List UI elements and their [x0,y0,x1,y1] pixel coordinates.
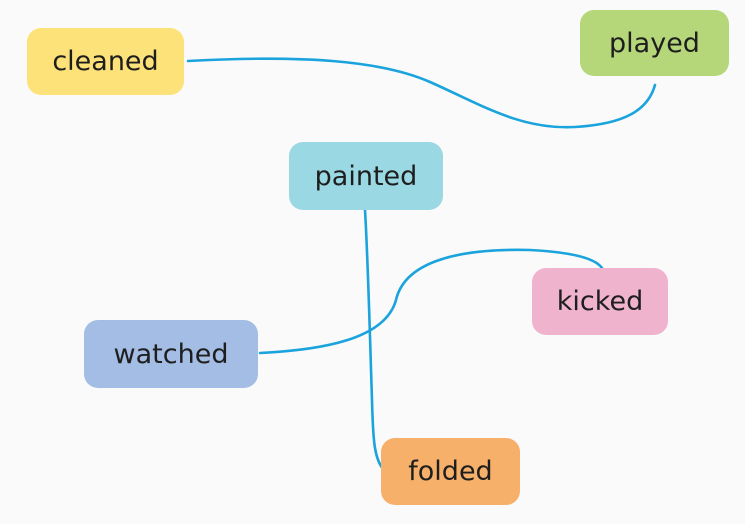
word-card-watched[interactable]: watched [84,320,258,388]
word-card-played[interactable]: played [580,10,729,76]
word-label-watched: watched [113,338,229,370]
word-label-played: played [609,27,700,59]
connector-watched-kicked [258,248,604,355]
word-label-cleaned: cleaned [52,46,159,77]
word-label-kicked: kicked [556,286,644,317]
connector-cleaned-played [186,57,657,129]
word-card-kicked[interactable]: kicked [532,268,668,335]
word-card-painted[interactable]: painted [289,142,443,210]
connector-painted-folded [363,208,388,474]
word-card-folded[interactable]: folded [381,438,520,505]
word-label-painted: painted [314,160,418,192]
word-card-cleaned[interactable]: cleaned [27,28,184,95]
word-label-folded: folded [408,456,493,487]
